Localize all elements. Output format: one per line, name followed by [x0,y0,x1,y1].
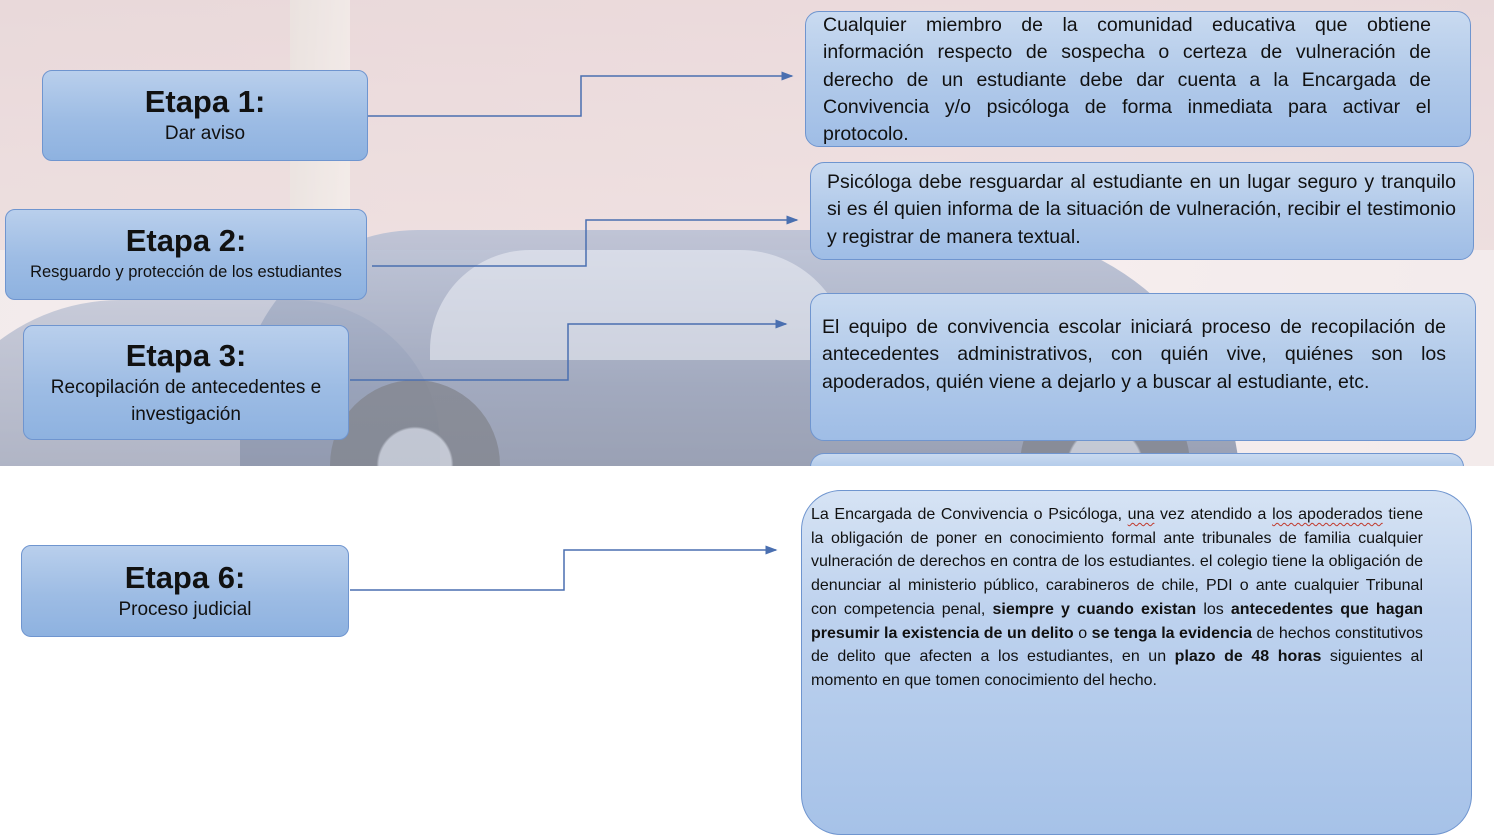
stage-box-etapa-1: Etapa 1: Dar aviso [42,70,368,161]
stage-title: Etapa 2: [125,223,247,258]
description-text: tiene la obligación de poner en conocimi… [811,506,1424,618]
description-text: una [1127,506,1155,523]
stage-box-etapa-6: Etapa 6: Proceso judicial [21,545,349,637]
description-text: o [1073,624,1092,642]
stage-subtitle: Recopilación de antecedentes e investiga… [50,376,322,425]
description-bold-text: se tenga la evidencia [1091,624,1252,642]
description-text: de hechos constitutivos de delito que af… [811,624,1424,666]
stage-title: Etapa 1: [144,84,266,119]
description-box-etapa-2: Psicóloga debe resguardar al estudiante … [810,162,1474,260]
description-box-etapa-6: La Encargada de Convivencia o Psicóloga,… [801,490,1472,835]
description-text: los apoderados [1272,506,1383,523]
description-text: los [1196,600,1231,618]
stage-subtitle: Dar aviso [164,123,246,144]
description-box-etapa-1: Cualquier miembro de la comunidad educat… [805,11,1471,147]
stage-box-etapa-2: Etapa 2: Resguardo y protección de los e… [5,209,367,300]
stage-box-etapa-3: Etapa 3: Recopilación de antecedentes e … [23,325,349,440]
description-text: vez atendido a [1154,506,1273,523]
description-text: Cualquier miembro de la comunidad educat… [823,14,1431,146]
description-text: La Encargada de Convivencia o Psicóloga, [811,506,1128,523]
stage-subtitle: Proceso judicial [118,598,252,620]
description-text: Psicóloga debe resguardar al estudiante … [827,171,1456,248]
description-bold-text: siempre y cuando existan [992,600,1197,618]
description-bold-text: antecedentes que hagan presumir la exist… [811,600,1423,642]
description-bold-text: plazo de 48 horas [1174,648,1322,666]
description-box-etapa-3: El equipo de convivencia escolar iniciar… [810,293,1476,441]
stage-title: Etapa 6: [124,559,246,595]
stage-title: Etapa 3: [125,337,247,373]
description-text: El equipo de convivencia escolar iniciar… [822,316,1446,393]
description-text: siguientes al momento en que tomen conoc… [811,648,1424,689]
stage-subtitle: Resguardo y protección de los estudiante… [30,263,342,281]
